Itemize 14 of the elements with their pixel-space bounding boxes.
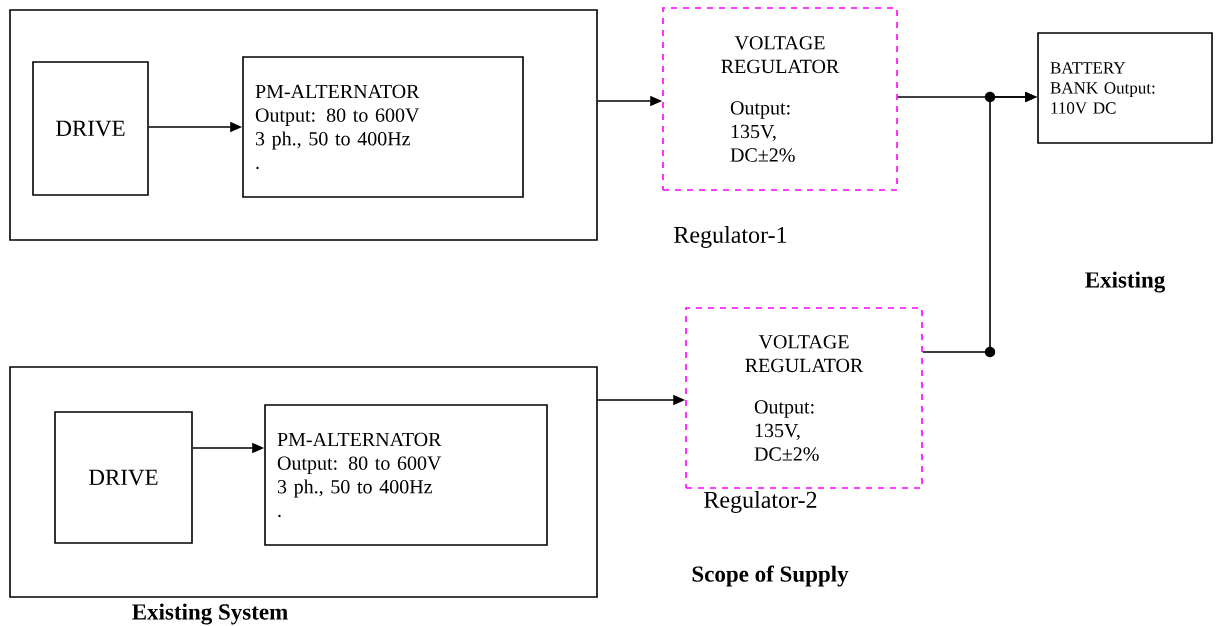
regulator-caption: Regulator-2	[704, 491, 817, 513]
battery-box: BATTERY BANK Output: 110V DC	[1037, 32, 1213, 144]
regulator-caption: Regulator-1	[674, 226, 787, 248]
drive-box: DRIVE	[32, 61, 149, 196]
alternator-box: PM-ALTERNATOR Output: 80 to 600V 3 ph., 50 to 400Hz .	[242, 56, 524, 198]
system-box	[9, 366, 598, 598]
regulator-box: VOLTAGE REGULATOR Output: 135V, DC±2%	[662, 7, 898, 191]
system-box	[9, 9, 598, 241]
section-label: Existing System	[132, 603, 288, 625]
section-label: Scope of Supply	[692, 565, 849, 587]
drive-box: DRIVE	[54, 411, 193, 544]
regulator-box: VOLTAGE REGULATOR Output: 135V, DC±2%	[685, 307, 923, 489]
section-label: Existing	[1085, 271, 1166, 293]
alternator-box: PM-ALTERNATOR Output: 80 to 600V 3 ph., 50 to 400Hz .	[264, 404, 548, 546]
